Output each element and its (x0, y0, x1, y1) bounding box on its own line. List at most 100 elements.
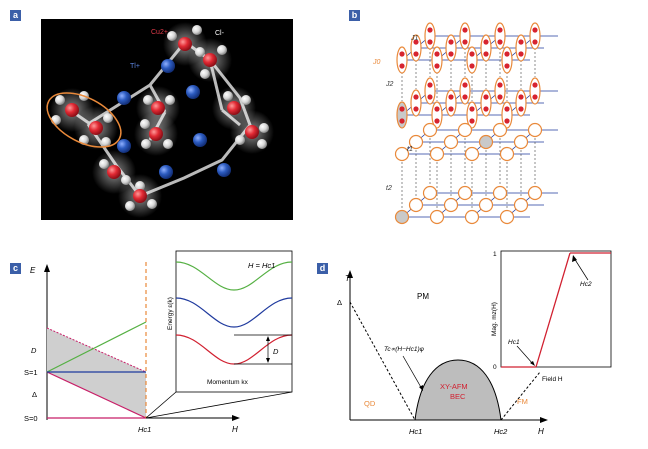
dimer-ellipse (480, 34, 492, 62)
dimer-ellipse (46, 92, 122, 148)
dimer-spin (469, 118, 475, 124)
label-t1: t1 (407, 146, 413, 153)
lattice-site (443, 197, 459, 213)
c-label-h: H (232, 425, 238, 434)
lattice-site (492, 185, 508, 201)
c-label-delta: Δ (32, 390, 37, 399)
lattice-site (394, 209, 410, 225)
dimer-ellipse (410, 89, 422, 117)
dimer-spin (462, 27, 468, 33)
tl-atoms (117, 59, 231, 179)
dimer-spin (448, 51, 454, 57)
lattice-site (394, 146, 410, 162)
dimer-spin (434, 118, 440, 124)
label-cl: Cl- (215, 30, 225, 37)
label-cu: Cu2+ (151, 29, 168, 36)
lattice-site (527, 122, 543, 138)
dimer-ellipse (431, 46, 443, 74)
cu-atoms (65, 37, 259, 203)
dimer-ellipse (396, 101, 408, 129)
c-inset-d: D (273, 347, 279, 356)
lattice-site (499, 209, 515, 225)
dimer-spin (413, 51, 419, 57)
dimer-ellipse (445, 34, 457, 62)
c-inset-green (175, 261, 293, 291)
lattice-site (408, 134, 424, 150)
d-tick-hc1: Hc1 (409, 427, 422, 436)
dimer-spin (469, 63, 475, 69)
dimer-spin (504, 106, 510, 112)
dimer-spin (448, 94, 454, 100)
dimer-ellipse (529, 77, 541, 105)
dimer-spin (497, 39, 503, 45)
lattice-site (464, 146, 480, 162)
dimer-spin (483, 51, 489, 57)
dimer-ellipse (424, 77, 436, 105)
dimer-spin (413, 106, 419, 112)
dimer-spin (462, 39, 468, 45)
label-j1: J1 (410, 35, 419, 42)
d-inset-y0: 0 (493, 364, 497, 371)
d-label-t: T (345, 274, 351, 283)
panel-b (394, 22, 558, 225)
dimer-spin (427, 94, 433, 100)
lattice-site (478, 134, 494, 150)
lattice-site (429, 209, 445, 225)
dimer-ellipse (515, 89, 527, 117)
d-label-pm: PM (417, 292, 429, 301)
dimer-ellipse (424, 22, 436, 50)
dimer-spin (504, 118, 510, 124)
d-inset-ramp (535, 252, 571, 368)
d-inset-y1: 1 (493, 251, 497, 258)
d-tick-hc2: Hc2 (494, 427, 508, 436)
c-green-line (46, 321, 147, 373)
dimer-spin (504, 51, 510, 57)
badge-b: b (349, 10, 360, 21)
dimer-spin (532, 27, 538, 33)
dimer-spin (413, 39, 419, 45)
dimer-spin (448, 106, 454, 112)
lattice-site (492, 122, 508, 138)
dimer-spin (483, 106, 489, 112)
dimer-spin (399, 106, 405, 112)
d-inset-xlabel: Field H (542, 376, 563, 383)
d-label-fm: FM (517, 397, 528, 406)
d-label-h: H (538, 427, 544, 436)
dimer-spin (497, 94, 503, 100)
dimer-ellipse (480, 89, 492, 117)
lattice-site (429, 146, 445, 162)
dimer-spin (399, 118, 405, 124)
dimer-spin (469, 51, 475, 57)
dimer-spin (434, 63, 440, 69)
lattice-site (443, 134, 459, 150)
badge-c: c (10, 263, 21, 274)
c-label-d: D (31, 346, 37, 355)
dimer-spin (469, 106, 475, 112)
d-label-bec2: BEC (450, 392, 466, 401)
dimer-ellipse (501, 46, 513, 74)
panel-d: T H Δ PM Tc∝(H−Hc1)φ QD XY-AFM BEC FM Hc… (337, 250, 612, 436)
dimer-spin (399, 63, 405, 69)
dimer-spin (518, 94, 524, 100)
panel-a: Cu2+ Cl- Tl+ (41, 19, 293, 220)
lattice-site (422, 185, 438, 201)
lattice-site (478, 197, 494, 213)
dimer-ellipse (494, 22, 506, 50)
label-j0: J0 (372, 59, 381, 66)
c-tick-hc1: Hc1 (138, 425, 151, 434)
d-label-bec1: XY-AFM (440, 382, 468, 391)
d-inset-hc1: Hc1 (508, 339, 520, 346)
dimer-spin (532, 94, 538, 100)
d-inset-hc2: Hc2 (580, 281, 592, 288)
dimer-spin (518, 39, 524, 45)
dimer-ellipse (494, 77, 506, 105)
c-inset-ylabel: Energy ε(k) (167, 297, 174, 330)
label-tl: Tl+ (130, 63, 140, 70)
dimer-spin (497, 82, 503, 88)
dimer-ellipse (396, 46, 408, 74)
dimer-spin (518, 106, 524, 112)
dimer-ellipse (445, 89, 457, 117)
lattice-site (513, 134, 529, 150)
dimer-spin (399, 51, 405, 57)
